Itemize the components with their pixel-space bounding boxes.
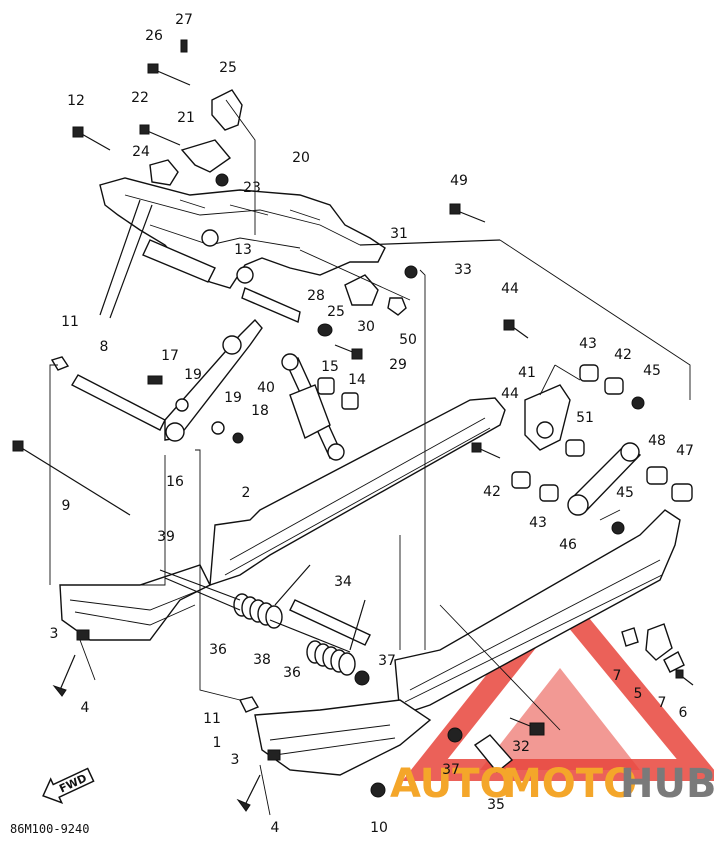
callout-2: 2 (242, 485, 251, 501)
callout-44: 44 (501, 281, 519, 297)
callout-40: 40 (257, 380, 275, 396)
callout-5: 5 (634, 686, 643, 702)
callout-13: 13 (234, 242, 252, 258)
callout-11: 11 (61, 314, 79, 330)
front-arm-assembly (72, 39, 501, 360)
callout-21: 21 (177, 110, 195, 126)
callout-36: 36 (209, 642, 227, 658)
callout-37b: 37 (442, 762, 460, 778)
callout-36b: 36 (283, 665, 301, 681)
forward-arrow: FWD (42, 767, 95, 804)
callout-7b: 7 (658, 695, 667, 711)
callout-11b: 11 (203, 711, 221, 727)
callout-46: 46 (559, 537, 577, 553)
callout-1: 1 (213, 735, 222, 751)
callout-25: 25 (219, 60, 237, 76)
callout-44b: 44 (501, 386, 519, 402)
callout-22: 22 (131, 90, 149, 106)
callout-51: 51 (576, 410, 594, 426)
leader-lines (49, 99, 561, 816)
torsion-spring-left (233, 593, 283, 629)
callout-32: 32 (512, 739, 530, 755)
callout-24: 24 (132, 144, 150, 160)
callout-18: 18 (251, 403, 269, 419)
watermark-word-auto: AUTO (390, 761, 514, 807)
callout-43b: 43 (529, 515, 547, 531)
right-slide-rail (236, 509, 694, 812)
callout-43: 43 (579, 336, 597, 352)
callout-38: 38 (253, 652, 271, 668)
spring-assembly (159, 564, 371, 686)
callout-50: 50 (399, 332, 417, 348)
callout-47: 47 (676, 443, 694, 459)
callout-6: 6 (679, 705, 688, 721)
torsion-spring-right (306, 640, 356, 676)
callout-37: 37 (378, 653, 396, 669)
callout-23: 23 (243, 180, 261, 196)
callout-39: 39 (157, 529, 175, 545)
shock-link-assembly (12, 318, 359, 516)
left-slide-rail (52, 397, 506, 697)
callout-33: 33 (454, 262, 472, 278)
callout-12: 12 (67, 93, 85, 109)
callout-48: 48 (648, 433, 666, 449)
rear-linkage (449, 203, 693, 535)
callout-10: 10 (370, 820, 388, 836)
callout-49: 49 (450, 173, 468, 189)
watermark-triangle-inner (480, 668, 640, 770)
callout-30: 30 (357, 319, 375, 335)
callout-9: 9 (62, 498, 71, 514)
callout-4: 4 (81, 700, 90, 716)
callout-31: 31 (390, 226, 408, 242)
callout-45b: 45 (616, 485, 634, 501)
callout-16: 16 (166, 474, 184, 490)
callout-41: 41 (518, 365, 536, 381)
diagram-code: 86M100-9240 (10, 822, 89, 836)
callout-34: 34 (334, 574, 352, 590)
callout-42: 42 (614, 347, 632, 363)
callout-4b: 4 (271, 820, 280, 836)
watermark-word-hub: HUB (620, 761, 714, 807)
callout-14: 14 (348, 372, 366, 388)
callout-20: 20 (292, 150, 310, 166)
callout-15: 15 (321, 359, 339, 375)
callout-35: 35 (487, 797, 505, 813)
callout-3b: 3 (231, 752, 240, 768)
watermark-word-moto: MOTO (502, 761, 637, 807)
callout-29: 29 (389, 357, 407, 373)
callout-7: 7 (613, 668, 622, 684)
callout-45: 45 (643, 363, 661, 379)
watermark-logo (402, 582, 714, 781)
callout-26: 26 (145, 28, 163, 44)
callout-3: 3 (50, 626, 59, 642)
callout-19b: 19 (224, 390, 242, 406)
callout-42b: 42 (483, 484, 501, 500)
callout-19: 19 (184, 367, 202, 383)
callout-25b: 25 (327, 304, 345, 320)
callout-28: 28 (307, 288, 325, 304)
callout-8: 8 (100, 339, 109, 355)
part-callouts: 27 26 25 12 22 21 24 20 23 49 31 13 33 2… (50, 12, 694, 836)
callout-27: 27 (175, 12, 193, 28)
callout-17: 17 (161, 348, 179, 364)
